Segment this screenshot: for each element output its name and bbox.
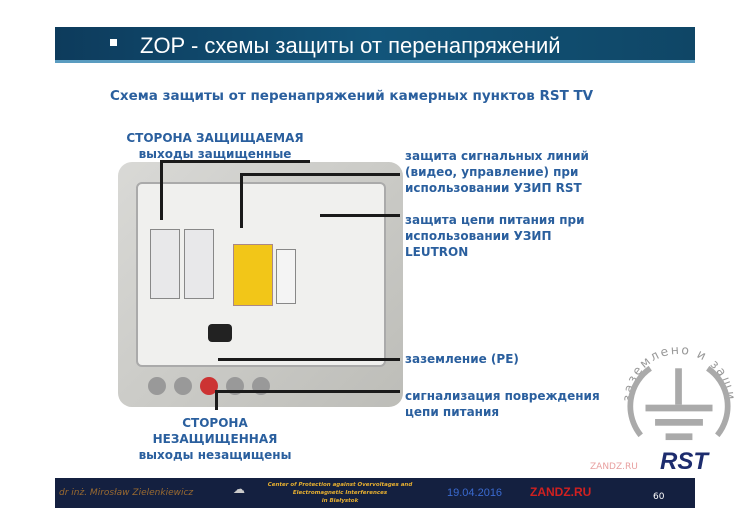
label-line: LEUTRON	[405, 245, 469, 259]
title-bar: ZOP - схемы защиты от перенапряжений	[55, 27, 695, 63]
ground-clamp	[208, 324, 232, 342]
ground-symbol-watermark-icon: заземлено и защищено	[612, 330, 737, 441]
label-line: СТОРОНА	[182, 416, 248, 430]
label-line: НЕЗАЩИЩЕННАЯ	[152, 432, 278, 446]
protected-side-label: СТОРОНА ЗАЩИЩАЕМАЯ выходы защищенные	[125, 130, 305, 162]
lightning-icon: ☁	[233, 482, 245, 496]
label-line: использовании УЗИП RST	[405, 181, 582, 195]
page-title: ZOP - схемы защиты от перенапряжений	[140, 33, 561, 58]
label-line: выходы защищенные	[138, 147, 292, 161]
leutron-surge-protector	[233, 244, 273, 306]
power-protection-label: защита цепи питания при использовании УЗ…	[405, 212, 585, 260]
label-line: СТОРОНА ЗАЩИЩАЕМАЯ	[126, 131, 304, 145]
center-line: in Białystok	[321, 498, 359, 504]
label-line: защита цепи питания при	[405, 213, 585, 227]
label-line: выходы незащищены	[138, 448, 292, 462]
enclosure-photo	[118, 162, 403, 407]
site-link[interactable]: ZANDZ.RU	[530, 485, 592, 499]
watermark-brand: ZANDZ.RU	[590, 462, 638, 472]
rst-surge-protector	[184, 229, 214, 299]
subtitle: Схема защиты от перенапряжений камерных …	[110, 88, 594, 104]
author: dr inż. Mirosław Zielenkiewicz	[59, 488, 194, 498]
label-line: сигнализация повреждения	[405, 389, 600, 403]
alarm-label: сигнализация повреждения цепи питания	[405, 388, 600, 420]
date: 19.04.2016	[447, 487, 503, 499]
label-line: использовании УЗИП	[405, 229, 552, 243]
footer: dr inż. Mirosław Zielenkiewicz ☁ Center …	[55, 478, 695, 508]
rst-logo: RST	[660, 448, 708, 475]
rst-surge-protector	[150, 229, 180, 299]
center-name: Center of Protection against Overvoltage…	[250, 481, 430, 505]
label-line: цепи питания	[405, 405, 500, 419]
ground-label: заземление (PE)	[405, 352, 519, 366]
signal-protection-label: защита сигнальных линий (видео, управлен…	[405, 148, 589, 196]
page-number: 60	[653, 492, 665, 502]
bullet-icon	[110, 39, 117, 46]
label-line: (видео, управление) при	[405, 165, 579, 179]
cable-glands	[148, 377, 368, 399]
center-line: Center of Protection against Overvoltage…	[267, 482, 413, 488]
label-line: защита сигнальных линий	[405, 149, 589, 163]
unprotected-side-label: СТОРОНА НЕЗАЩИЩЕННАЯ выходы незащищены	[125, 415, 305, 463]
enclosure-interior	[136, 182, 386, 367]
breaker	[276, 249, 296, 304]
center-line: Electromagnetic Interferences	[292, 490, 388, 496]
